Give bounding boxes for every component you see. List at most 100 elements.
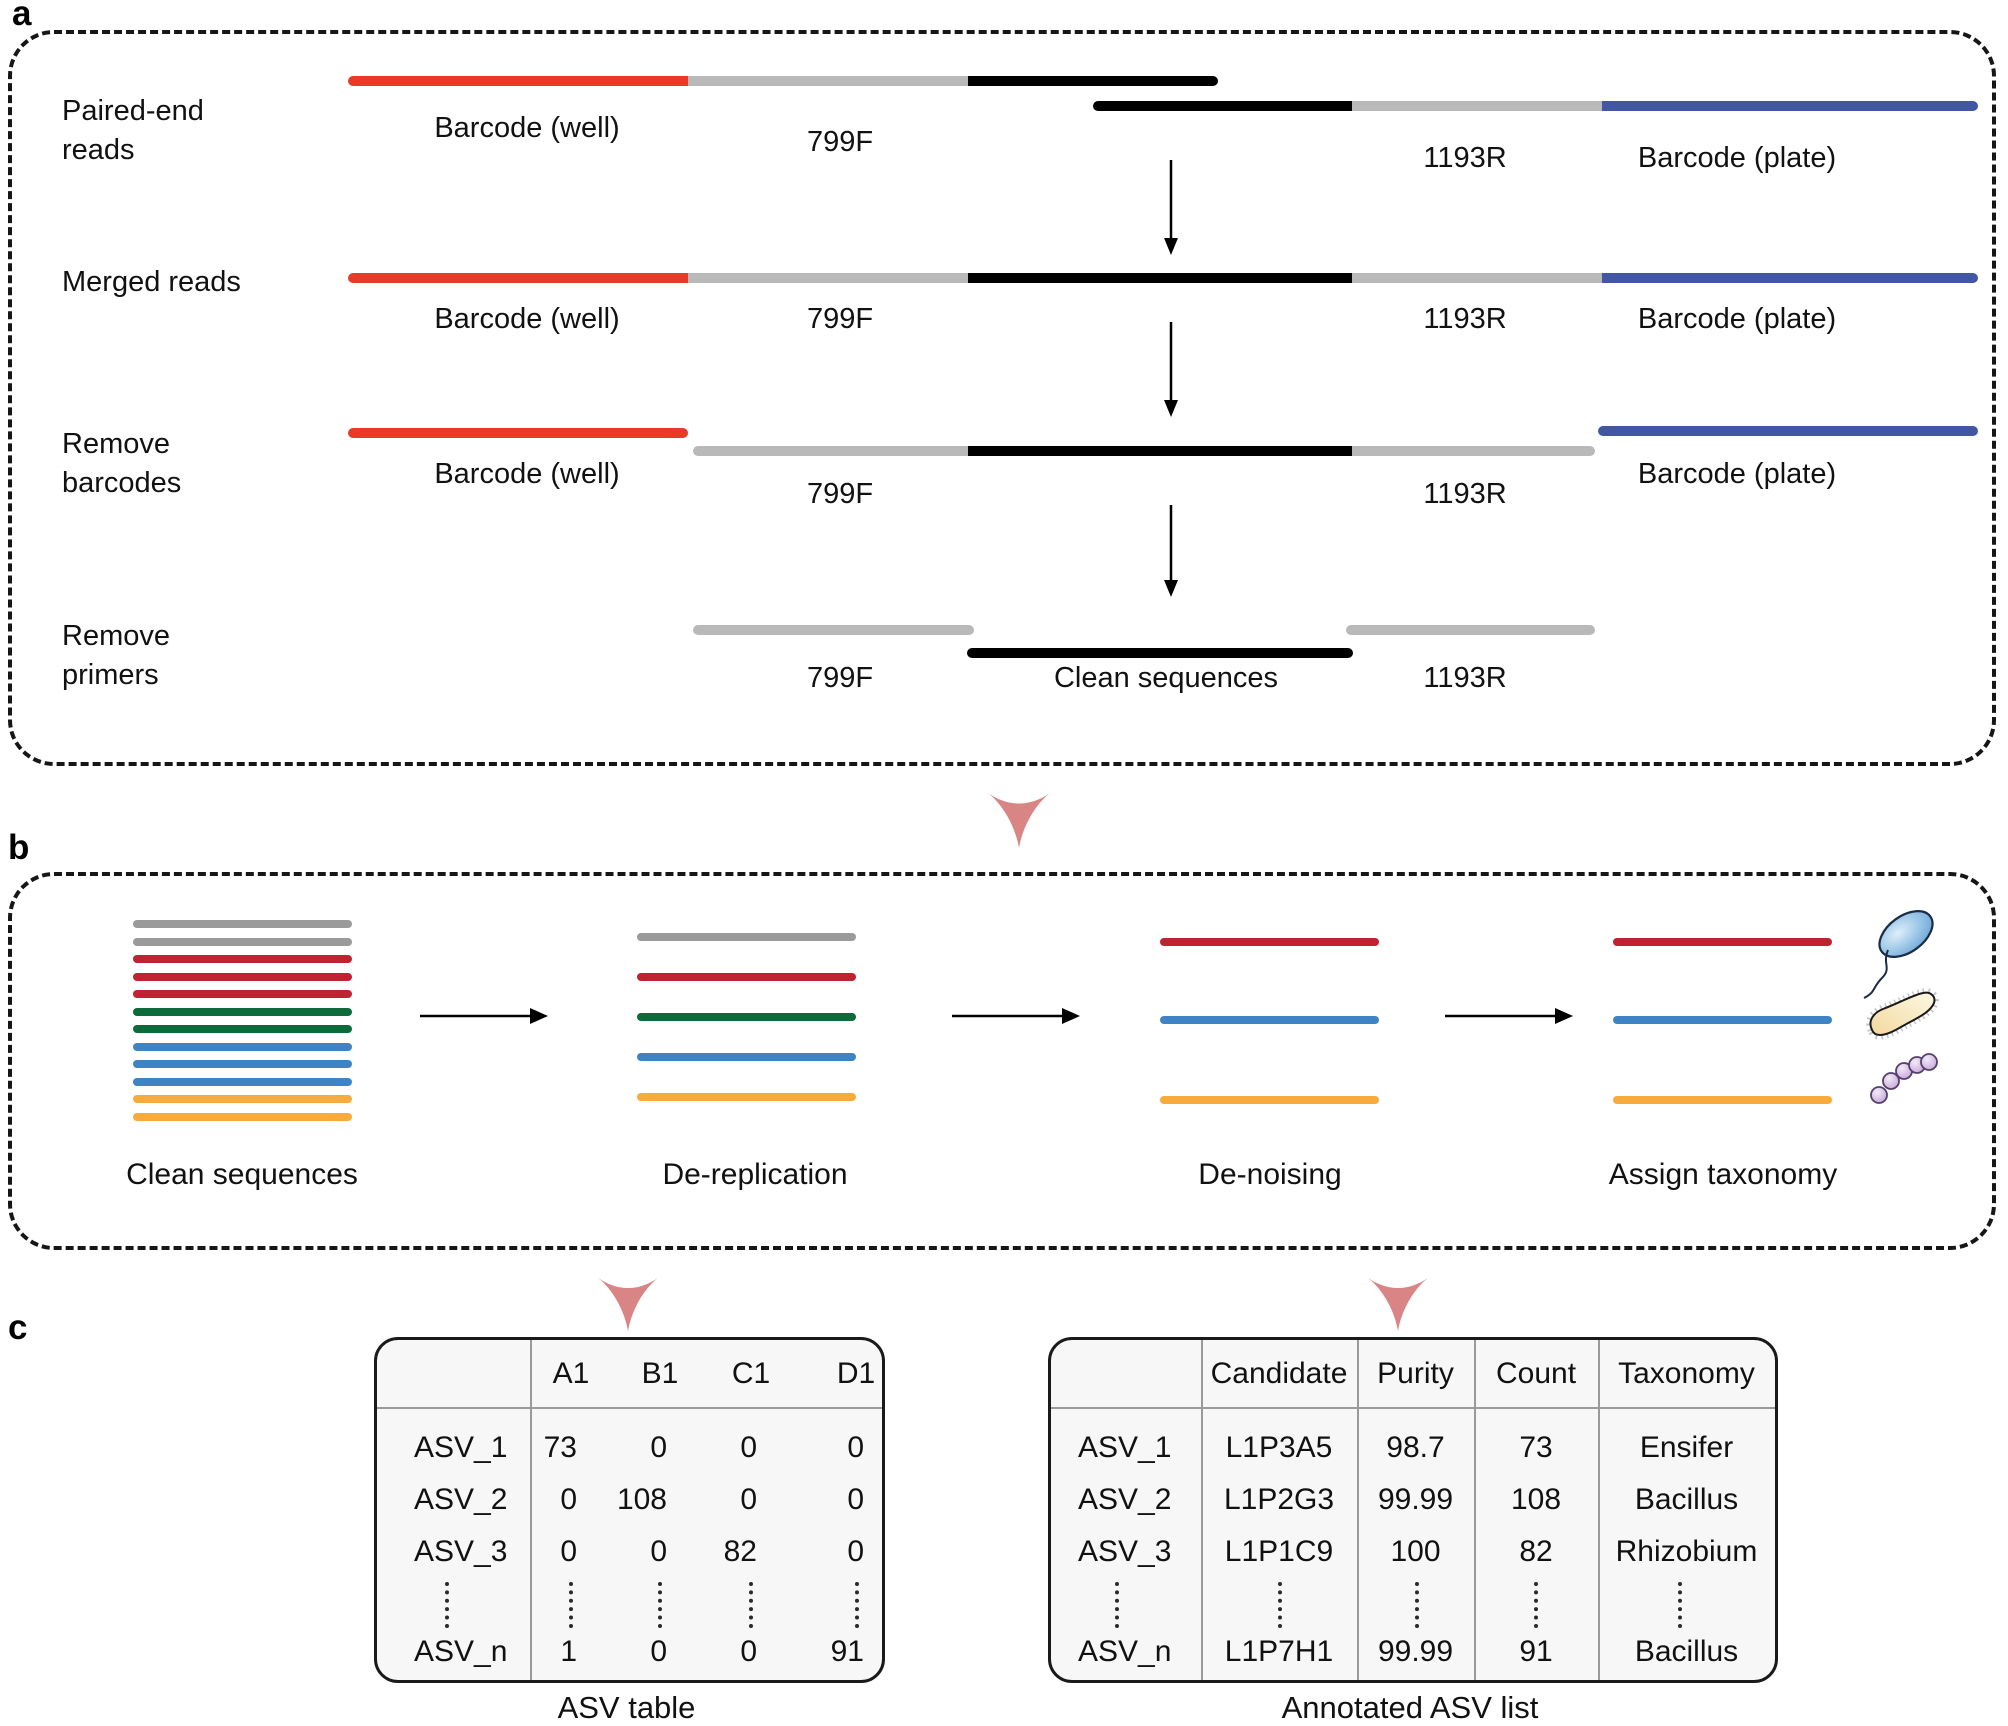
- ellipsis-dots: [658, 1582, 662, 1628]
- ellipsis-dots: [569, 1582, 573, 1628]
- sequence-line: [637, 933, 856, 941]
- reverse-primer-label: 1193R: [1423, 478, 1507, 510]
- count-cell: 73: [543, 1431, 577, 1464]
- sequence-line: [1160, 1016, 1379, 1024]
- sequence-line: [133, 973, 352, 981]
- step-label-dereplication: De-replication: [662, 1158, 848, 1191]
- panel-c-letter: c: [8, 1308, 28, 1347]
- forward-primer-label: 799F: [806, 478, 874, 510]
- ellipsis-dots: [1278, 1582, 1282, 1628]
- forward-primer-label: 799F: [806, 126, 874, 158]
- row-id: ASV_n: [1078, 1635, 1172, 1668]
- column-header: B1: [641, 1357, 679, 1390]
- taxonomy-cell: Bacillus: [1634, 1483, 1739, 1516]
- reverse-primer-segment: [1352, 101, 1602, 111]
- flagellated-bacterium-icon: [1863, 910, 1934, 999]
- flow-arrow-right-icon: [420, 1008, 548, 1024]
- barcode-well-label: Barcode (well): [434, 112, 620, 144]
- row-id: ASV_2: [1078, 1483, 1172, 1516]
- clean-sequence-segment: [967, 648, 1353, 658]
- forward-primer-segment: [693, 446, 968, 456]
- annotated-asv-list-caption: Annotated ASV list: [1281, 1690, 1539, 1725]
- taxonomy-cell: Ensifer: [1639, 1431, 1734, 1464]
- sequence-segment: [968, 446, 1352, 456]
- column-header: Candidate: [1210, 1357, 1348, 1390]
- count-cell: 0: [740, 1431, 757, 1464]
- sequence-segment: [968, 76, 1218, 86]
- table-divider: [1598, 1340, 1600, 1680]
- sequence-line: [1613, 938, 1832, 946]
- barcode-well-segment: [348, 76, 688, 86]
- row-id: ASV_3: [414, 1535, 508, 1568]
- sequence-line: [637, 1053, 856, 1061]
- barcode-plate-segment: [1598, 426, 1978, 436]
- asv-table: A1 B1 C1 D1 ASV_1 73 0 0 0 ASV_2 0 108 0…: [374, 1337, 885, 1683]
- cocci-chain-icon: [1870, 1053, 1938, 1104]
- reverse-primer-segment: [1352, 446, 1595, 456]
- sequence-line: [133, 1025, 352, 1033]
- forward-primer-label: 799F: [806, 303, 874, 335]
- sequence-line: [133, 1060, 352, 1068]
- sequence-line: [637, 973, 856, 981]
- reverse-primer-label: 1193R: [1423, 142, 1507, 174]
- table-header-rule: [377, 1407, 882, 1409]
- forward-primer-segment: [693, 625, 974, 635]
- sequence-line: [133, 920, 352, 928]
- purity-cell: 100: [1390, 1535, 1441, 1568]
- count-cell: 0: [650, 1635, 667, 1668]
- sequence-line: [133, 1113, 352, 1121]
- sequence-segment: [1093, 101, 1352, 111]
- barcode-well-label: Barcode (well): [434, 458, 620, 490]
- sequence-line: [1613, 1096, 1832, 1104]
- count-cell: 0: [847, 1431, 864, 1464]
- count-cell: 0: [847, 1535, 864, 1568]
- candidate-cell: L1P2G3: [1223, 1483, 1335, 1516]
- ellipsis-dots: [445, 1582, 449, 1628]
- sequence-line: [1613, 1016, 1832, 1024]
- purity-cell: 99.99: [1377, 1483, 1454, 1516]
- column-header: C1: [731, 1357, 771, 1390]
- sequence-line: [133, 1043, 352, 1051]
- reverse-primer-label: 1193R: [1423, 662, 1507, 694]
- candidate-cell: L1P1C9: [1224, 1535, 1334, 1568]
- reverse-primer-segment: [1346, 625, 1595, 635]
- barcode-plate-segment: [1602, 273, 1978, 283]
- candidate-cell: L1P3A5: [1225, 1431, 1333, 1464]
- count-cell: 91: [830, 1635, 864, 1668]
- pink-arrow-icon: [1368, 1277, 1428, 1332]
- flow-arrow-right-icon: [952, 1008, 1080, 1024]
- taxonomy-cell: Bacillus: [1634, 1635, 1739, 1668]
- column-header: Taxonomy: [1618, 1357, 1755, 1390]
- flow-arrow-down-icon: [1164, 322, 1178, 417]
- panel-a-box: [8, 30, 1996, 766]
- sequence-line: [1160, 1096, 1379, 1104]
- rod-shaped-bacterium-icon: [1865, 988, 1939, 1040]
- flow-arrow-down-icon: [1164, 160, 1178, 255]
- ellipsis-dots: [749, 1582, 753, 1628]
- count-cell: 0: [740, 1635, 757, 1668]
- table-header-rule: [1051, 1407, 1775, 1409]
- ellipsis-dots: [855, 1582, 859, 1628]
- sequence-line: [133, 1008, 352, 1016]
- count-cell: 73: [1519, 1431, 1553, 1464]
- reverse-primer-label: 1193R: [1423, 303, 1507, 335]
- pink-arrow-icon: [598, 1277, 658, 1332]
- barcode-well-segment: [348, 273, 688, 283]
- read2-bar: [1093, 101, 1978, 111]
- sequence-line: [637, 1093, 856, 1101]
- forward-primer-label: 799F: [806, 662, 874, 694]
- panel-b-letter: b: [8, 828, 30, 867]
- forward-primer-segment: [688, 76, 968, 86]
- row-label-paired-end-reads: Paired-end reads: [62, 95, 204, 167]
- row-id: ASV_1: [1078, 1431, 1172, 1464]
- row-label-merged-reads: Merged reads: [62, 266, 241, 298]
- purity-cell: 99.99: [1377, 1635, 1454, 1668]
- sequence-line: [133, 955, 352, 963]
- panel-a-letter: a: [12, 0, 32, 33]
- flow-arrow-right-icon: [1445, 1008, 1573, 1024]
- barcode-plate-label: Barcode (plate): [1637, 142, 1837, 174]
- debarcoded-read-bar: [693, 446, 1595, 456]
- forward-primer-segment: [688, 273, 968, 283]
- count-cell: 0: [650, 1431, 667, 1464]
